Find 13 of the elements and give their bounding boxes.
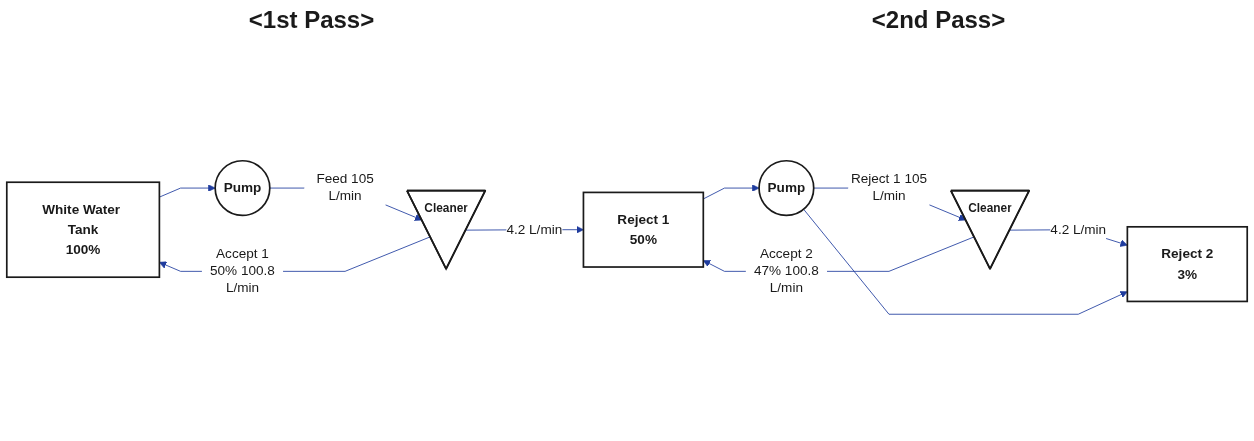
node-circle: Pump [214, 159, 271, 217]
edge-label: Accept 1 50% 100.8 L/min [210, 245, 275, 295]
edge-label: Feed 105 L/min [316, 171, 374, 203]
edge-label: 4.2 L/min [1050, 222, 1107, 237]
section-label: <2nd Pass> [871, 6, 1006, 34]
node-circle: Pump [758, 159, 815, 217]
edge-label: Accept 2 47% 100.8 L/min [753, 245, 819, 295]
node-box: Reject 1 50% [582, 191, 705, 268]
edge-label: Reject 1 105 L/min [850, 171, 928, 203]
edge-label: 4.2 L/min [506, 222, 563, 237]
section-label: <1st Pass> [248, 6, 375, 34]
node-box: Reject 2 3% [1126, 225, 1249, 303]
node-box: White Water Tank 100% [5, 181, 161, 279]
